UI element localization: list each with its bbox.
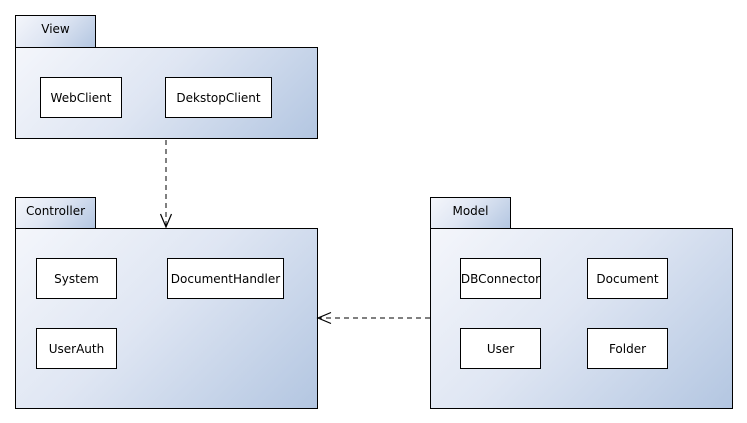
class-documenthandler[interactable]: DocumentHandler: [167, 258, 284, 299]
class-system[interactable]: System: [36, 258, 117, 299]
controller-package-name: Controller: [25, 204, 86, 218]
edge-view-to-controller[interactable]: [159, 140, 173, 229]
class-userauth[interactable]: UserAuth: [36, 328, 117, 369]
class-document[interactable]: Document: [587, 258, 668, 299]
view-package-tab[interactable]: View: [15, 15, 96, 48]
view-package-name: View: [41, 22, 70, 36]
class-dekstopclient[interactable]: DekstopClient: [165, 77, 272, 118]
model-package-name: Model: [452, 204, 489, 218]
model-package-tab[interactable]: Model: [430, 197, 511, 230]
class-webclient[interactable]: WebClient: [40, 77, 122, 118]
class-folder[interactable]: Folder: [587, 328, 668, 369]
class-user[interactable]: User: [460, 328, 541, 369]
edge-model-to-controller[interactable]: [316, 311, 430, 325]
class-dbconnector[interactable]: DBConnector: [460, 258, 541, 299]
